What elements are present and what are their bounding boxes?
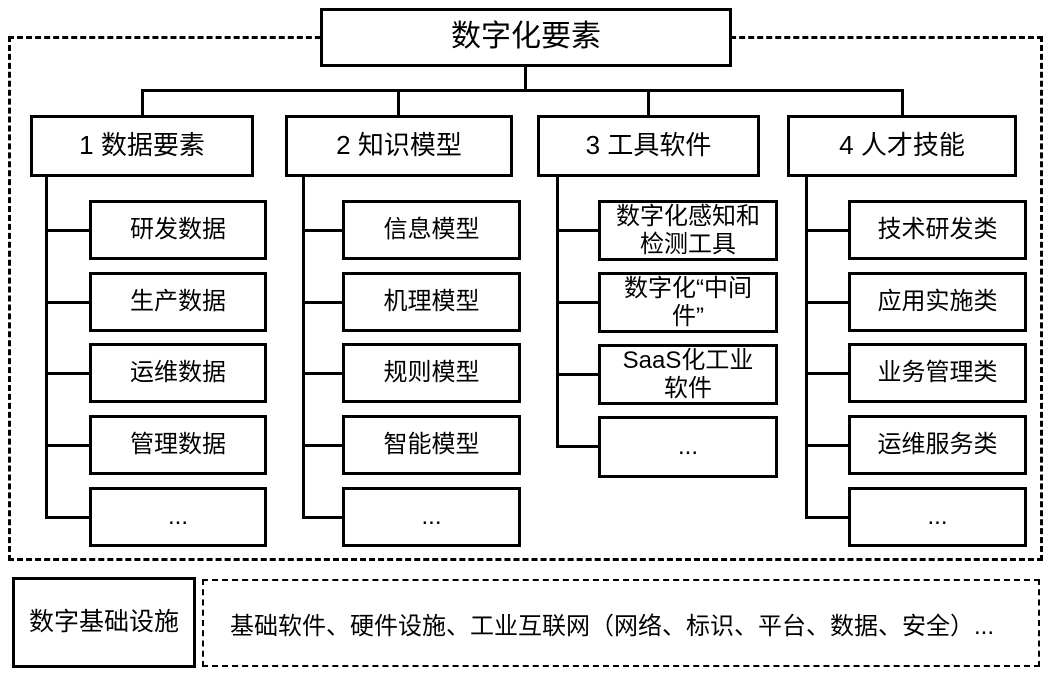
branch3-child-1: 数字化感知和 检测工具 bbox=[598, 200, 778, 261]
branch2-child-4: 智能模型 bbox=[342, 415, 521, 475]
branch3-stub-2 bbox=[556, 301, 598, 304]
connector-branch3-drop bbox=[647, 89, 650, 115]
branch4-child-4: 运维服务类 bbox=[848, 415, 1027, 475]
infrastructure-items-box: 基础软件、硬件设施、工业互联网（网络、标识、平台、数据、安全）... bbox=[202, 579, 1040, 667]
branch1-stub-5 bbox=[45, 516, 89, 519]
branch4-stub-1 bbox=[805, 229, 848, 232]
branch1-child-1: 研发数据 bbox=[89, 200, 267, 260]
branch1-child-4: 管理数据 bbox=[89, 415, 267, 475]
branch4-child-3: 业务管理类 bbox=[848, 343, 1027, 403]
branch2-trunk bbox=[302, 177, 305, 519]
branch2-stub-2 bbox=[302, 301, 342, 304]
root-node: 数字化要素 bbox=[320, 8, 732, 67]
branch2-stub-1 bbox=[302, 229, 342, 232]
connector-branch2-drop bbox=[397, 89, 400, 115]
branch2-child-2: 机理模型 bbox=[342, 272, 521, 332]
branch1-header: 1 数据要素 bbox=[30, 115, 254, 177]
branch1-stub-1 bbox=[45, 229, 89, 232]
branch4-header: 4 人才技能 bbox=[787, 115, 1017, 177]
infrastructure-label-box: 数字基础设施 bbox=[12, 577, 196, 668]
bran2-stub-4 bbox=[302, 444, 342, 447]
branch4-child-1: 技术研发类 bbox=[848, 200, 1027, 260]
branch2-child-more: ... bbox=[342, 487, 521, 547]
branch4-child-2: 应用实施类 bbox=[848, 272, 1027, 332]
branch1-stub-2 bbox=[45, 301, 89, 304]
branch3-stub-1 bbox=[556, 229, 598, 232]
branch1-stub-3 bbox=[45, 372, 89, 375]
branch4-child-more: ... bbox=[848, 487, 1027, 547]
branch4-stub-3 bbox=[805, 372, 848, 375]
branch2-child-3: 规则模型 bbox=[342, 343, 521, 403]
branch2-header: 2 知识模型 bbox=[285, 115, 513, 177]
connector-branch1-drop bbox=[141, 89, 144, 115]
branch1-child-3: 运维数据 bbox=[89, 343, 267, 403]
branch3-child-3: SaaS化工业 软件 bbox=[598, 344, 778, 405]
branch3-stub-3 bbox=[556, 373, 598, 376]
branch2-stub-3 bbox=[302, 372, 342, 375]
branch3-header: 3 工具软件 bbox=[537, 115, 760, 177]
branch3-stub-4 bbox=[556, 445, 598, 448]
branch3-child-2: 数字化“中间 件” bbox=[598, 272, 778, 333]
branch4-stub-5 bbox=[805, 516, 848, 519]
connector-branch4-drop bbox=[901, 89, 904, 115]
branch1-child-2: 生产数据 bbox=[89, 272, 267, 332]
branch4-stub-4 bbox=[805, 444, 848, 447]
connector-main-horizontal bbox=[141, 89, 904, 92]
connector-root-vertical bbox=[524, 67, 527, 89]
branch1-trunk bbox=[45, 177, 48, 519]
branch2-stub-5 bbox=[302, 516, 342, 519]
branch3-trunk bbox=[556, 177, 559, 448]
branch4-stub-2 bbox=[805, 301, 848, 304]
branch1-child-more: ... bbox=[89, 487, 267, 547]
branch3-child-more: ... bbox=[598, 416, 778, 478]
branch1-stub-4 bbox=[45, 444, 89, 447]
branch2-child-1: 信息模型 bbox=[342, 200, 521, 260]
branch4-trunk bbox=[805, 177, 808, 519]
